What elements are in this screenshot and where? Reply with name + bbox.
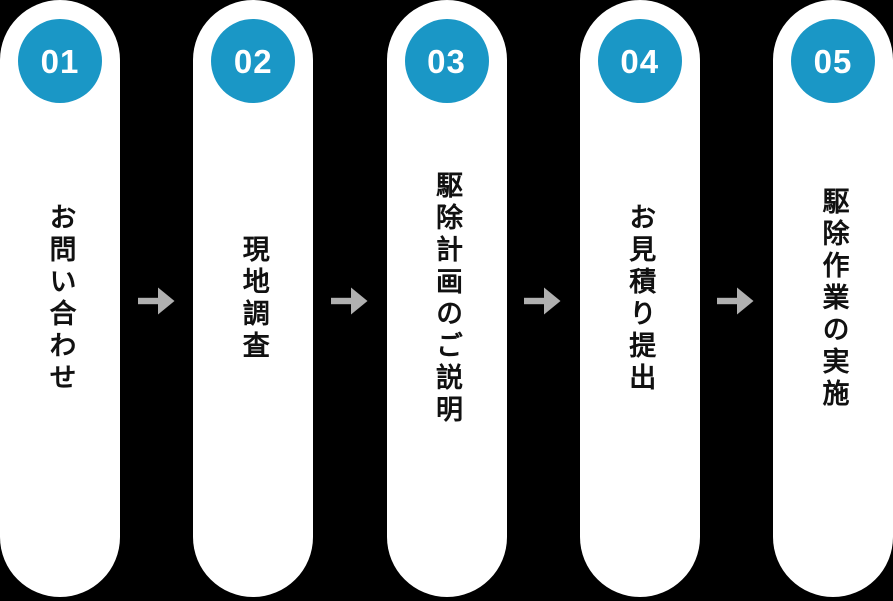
right-arrow-icon	[137, 286, 176, 316]
step-label: 駆除計画のご説明	[431, 170, 462, 427]
step-number-badge: 05	[791, 19, 875, 103]
step-label: 現地調査	[237, 234, 269, 363]
step-number-badge: 04	[597, 19, 682, 103]
right-arrow-icon	[717, 286, 755, 316]
step-label: お見積り提出	[624, 202, 656, 395]
step-card-2: 02 現地調査	[193, 0, 314, 597]
right-arrow-icon	[524, 286, 562, 316]
step-card-1: 01 お問い合わせ	[0, 0, 120, 597]
step-number: 05	[813, 42, 853, 80]
step-card-3: 03 駆除計画のご説明	[386, 0, 507, 597]
step-number: 03	[427, 42, 466, 80]
right-arrow-icon	[330, 286, 369, 316]
step-number-badge: 03	[404, 19, 489, 103]
step-number: 04	[620, 42, 660, 80]
step-number-badge: 01	[18, 19, 102, 103]
step-number: 02	[233, 42, 273, 80]
step-number: 01	[40, 42, 80, 80]
step-card-4: 04 お見積り提出	[579, 0, 700, 597]
step-number-badge: 02	[211, 19, 296, 103]
step-card-5: 05 駆除作業の実施	[773, 0, 893, 597]
step-label: 駆除作業の実施	[817, 186, 849, 411]
step-label: お問い合わせ	[44, 202, 76, 395]
